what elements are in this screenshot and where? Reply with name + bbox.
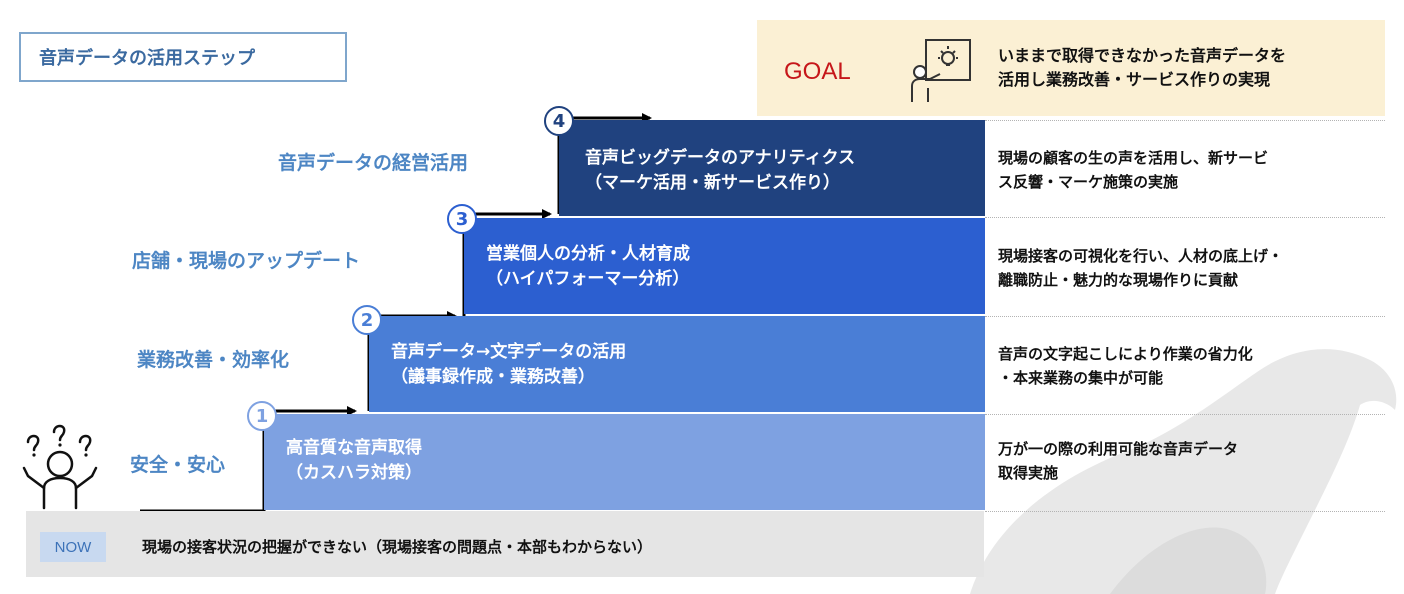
step3-desc-line1: 現場接客の可視化を行い、人材の底上げ・ xyxy=(998,247,1284,265)
step4-line2: （マーケ活用・新サービス作り） xyxy=(585,172,840,193)
bird-watermark-icon xyxy=(970,349,1397,594)
goal-text-line1: いままで取得できなかった音声データを xyxy=(998,46,1287,65)
step4-desc-line1: 現場の顧客の生の声を活用し、新サービ xyxy=(998,149,1269,167)
confused-person-icon xyxy=(22,424,98,510)
diagram-title: 音声データの活用ステップ xyxy=(19,32,347,82)
separator-1 xyxy=(985,511,1385,512)
step1-description: 万が一の際の利用可能な音声データ 取得実施 xyxy=(998,437,1238,485)
step3-description: 現場接客の可視化を行い、人材の底上げ・ 離職防止・魅力的な現場作りに貢献 xyxy=(998,244,1283,292)
step-number-4: 4 xyxy=(544,106,574,136)
now-description: 現場の接客状況の把握ができない（現場接客の問題点・本部もわからない） xyxy=(142,538,653,556)
step4-description: 現場の顧客の生の声を活用し、新サービ ス反響・マーケ施策の実施 xyxy=(998,146,1268,194)
step4-desc-line2: ス反響・マーケ施策の実施 xyxy=(998,173,1179,191)
separator-4 xyxy=(985,217,1385,218)
level-label-4: 音声データの経営活用 xyxy=(278,152,469,174)
step-block-1: 高音質な音声取得 （カスハラ対策） xyxy=(264,414,985,510)
step1-line2: （カスハラ対策） xyxy=(286,462,422,483)
level-label-3: 店舗・現場のアップデート xyxy=(132,250,361,272)
separator-3 xyxy=(985,316,1385,317)
goal-label: GOAL xyxy=(784,58,851,85)
goal-text-line2: 活用し業務改善・サービス作りの実現 xyxy=(998,70,1271,89)
separator-goal xyxy=(985,120,1385,121)
step3-line1: 営業個人の分析・人材育成 xyxy=(486,244,690,264)
step2-line1: 音声データ→文字データの活用 xyxy=(391,342,627,362)
step2-desc-line1: 音声の文字起こしにより作業の省力化 xyxy=(998,345,1253,363)
step2-description: 音声の文字起こしにより作業の省力化 ・本来業務の集中が可能 xyxy=(998,342,1253,390)
goal-panel xyxy=(757,20,1385,116)
step2-line2: （議事録作成・業務改善） xyxy=(391,366,595,387)
step-number-1: 1 xyxy=(247,401,277,431)
now-badge: NOW xyxy=(40,532,106,562)
separator-2 xyxy=(985,414,1385,415)
step3-desc-line2: 離職防止・魅力的な現場作りに貢献 xyxy=(998,271,1239,289)
title-text: 音声データの活用ステップ xyxy=(39,48,255,69)
step3-line2: （ハイパフォーマー分析） xyxy=(486,268,690,289)
step-block-4: 音声ビッグデータのアナリティクス （マーケ活用・新サービス作り） xyxy=(559,120,985,216)
step-number-3: 3 xyxy=(447,204,477,234)
step-number-2: 2 xyxy=(352,305,382,335)
step2-desc-line2: ・本来業務の集中が可能 xyxy=(998,369,1164,387)
level-label-1: 安全・安心 xyxy=(130,454,226,476)
now-bar xyxy=(26,511,984,577)
presenter-lightbulb-icon xyxy=(911,39,971,102)
step-block-2: 音声データ→文字データの活用 （議事録作成・業務改善） xyxy=(369,316,985,412)
level-label-2: 業務改善・効率化 xyxy=(137,349,290,371)
step1-desc-line2: 取得実施 xyxy=(998,464,1059,482)
step4-line1: 音声ビッグデータのアナリティクス xyxy=(585,148,856,168)
step1-line1: 高音質な音声取得 xyxy=(286,438,422,458)
step1-desc-line1: 万が一の際の利用可能な音声データ xyxy=(998,440,1239,458)
step-block-3: 営業個人の分析・人材育成 （ハイパフォーマー分析） xyxy=(464,218,985,314)
goal-description: いままで取得できなかった音声データを 活用し業務改善・サービス作りの実現 xyxy=(998,44,1286,92)
